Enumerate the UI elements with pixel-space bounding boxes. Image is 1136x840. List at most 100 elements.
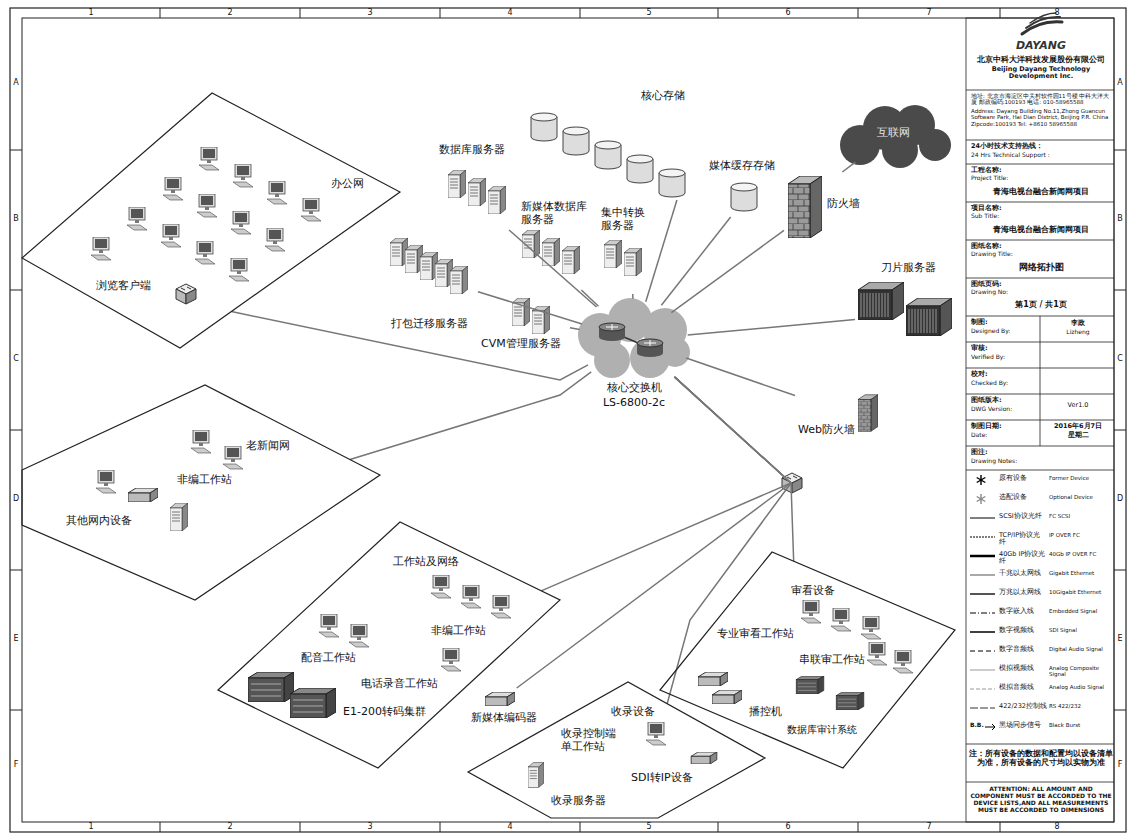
title-block-text: ATTENTION: ALL AMOUNT AND COMPONENT MUST…	[968, 786, 1114, 814]
region-outline	[468, 682, 765, 818]
legend-text: 数字嵌入线	[998, 608, 1048, 615]
region-box: 办公网	[22, 93, 400, 348]
region-box: 老新闻网非编工作站其他网内设备	[22, 385, 380, 600]
device-icons-part	[431, 575, 451, 598]
client-computer	[199, 147, 219, 170]
grid-reference: E	[12, 635, 19, 643]
internet-cloud-part	[919, 129, 951, 161]
title-block-text: Lizheng	[1040, 329, 1116, 336]
legend-row: 数字视频线	[968, 626, 1112, 644]
device-group: SDI转IP设备	[625, 748, 725, 788]
title-block-text: 青海电视台融合新闻网项目	[968, 187, 1114, 196]
server-node: 收录服务器	[520, 758, 610, 812]
node-label: 新媒体编码器	[470, 712, 538, 725]
device-icons-part	[624, 248, 642, 276]
legend-symbol	[970, 613, 995, 614]
node-label: 串联审工作站	[798, 654, 866, 667]
node-label: 防火墙	[826, 198, 861, 211]
title-block-text: Digital Audio Signal	[1048, 646, 1112, 652]
node-label: 其他网内设备	[65, 515, 133, 528]
core-cloud-part	[660, 337, 690, 367]
device-icons-part	[468, 178, 486, 206]
legend-sample	[968, 664, 996, 676]
legend-text: 模拟视频线	[998, 665, 1048, 672]
workstation-group: 串联审工作站	[795, 640, 920, 674]
legend-row: 模拟音频线	[968, 683, 1112, 701]
title-block-text: Drawing Title:	[970, 251, 1014, 258]
device-icons-part	[448, 170, 466, 198]
title-block-text: 网络拓扑图	[968, 262, 1114, 272]
grid-reference: B	[12, 215, 20, 223]
server-node: CVM管理服务器	[478, 296, 570, 356]
client-computer	[197, 194, 217, 217]
grid-reference: E	[1116, 635, 1123, 643]
grid-reference: 8	[1053, 9, 1060, 17]
device-icons-part	[176, 284, 196, 304]
title-block-text: 项目名称:	[970, 205, 1003, 212]
title-block-text: Verified By:	[970, 354, 1006, 361]
client-computer	[163, 177, 183, 200]
device-icons-part	[531, 113, 557, 141]
title-block-text: 2016年6月7日	[1040, 423, 1116, 430]
client-computer	[127, 207, 147, 230]
node-label: 电话录音工作站	[360, 678, 439, 691]
region-outline	[218, 522, 560, 768]
region-outline	[660, 552, 955, 768]
network-link	[842, 162, 855, 172]
core-cloud-part	[637, 339, 663, 357]
device-icons-part	[96, 470, 116, 493]
title-block-text: DAYANG	[968, 40, 1114, 53]
device-icons-part	[788, 176, 822, 238]
legend-symbol	[970, 631, 995, 633]
legend-row: 模拟视频线	[968, 664, 1112, 682]
device-icons-part	[861, 616, 881, 639]
title-block-text: Address: Dayang Building No.11,Zhong Gua…	[970, 108, 1114, 127]
grid-reference: A	[1116, 79, 1123, 87]
title-block-text: 图注:	[970, 449, 989, 456]
node-label: 集中转换服务器	[600, 207, 650, 232]
legend-row: 422/232控制线	[968, 702, 1112, 720]
grid-reference: 2	[226, 823, 233, 831]
legend-symbol	[970, 536, 995, 537]
title-block-text: 40Gb IP OVER FC	[1048, 551, 1112, 557]
blade-server-node: 刀片服务器	[855, 258, 957, 344]
cloud-node: 互联网	[838, 101, 952, 168]
device-icons	[96, 113, 952, 787]
title-block-text: Analog Composite Signal	[1048, 665, 1112, 678]
sheet-frame-part	[10, 8, 1126, 832]
node-label: 打包迁移服务器	[390, 318, 469, 331]
workstation-group: 收录控制端 单工作站	[555, 716, 667, 760]
node-label: 非编工作站	[430, 625, 487, 638]
client-computer	[267, 181, 287, 204]
sheet-frame	[10, 8, 1126, 832]
client-computer	[229, 258, 249, 281]
legend-sample	[968, 550, 996, 562]
device-icons-part	[488, 186, 506, 214]
grid-reference: F	[13, 761, 20, 769]
network-link	[350, 372, 591, 460]
device-group: 数据库审计系统	[785, 672, 885, 740]
device-icons-part	[659, 169, 685, 197]
device-icons-part	[528, 763, 544, 788]
storage-node: 媒体缓存存储	[700, 155, 786, 217]
legend-sample	[968, 607, 996, 619]
device-icons-part	[290, 688, 336, 718]
workstation-group: 非编工作站	[172, 428, 252, 490]
legend-row: 数字音频线	[968, 645, 1112, 663]
legend-text: 选配设备	[998, 494, 1048, 501]
device-icons-part	[731, 183, 757, 211]
title-block-text: 地址: 北京市海淀区中关村软件园11号楼 中科大洋大厦 邮政编码:100193 …	[970, 93, 1114, 106]
legend-text: TCP/IP协议光纤	[998, 532, 1048, 547]
legend-symbol	[985, 724, 995, 730]
region-box: 工作站及网络配音工作站非编工作站电话录音工作站E1-200转码集群	[218, 522, 560, 768]
region-outline	[22, 93, 400, 348]
network-link	[541, 377, 791, 591]
client-computer	[265, 228, 285, 251]
grid-reference: A	[12, 79, 19, 87]
legend-symbol	[977, 475, 986, 485]
office-computers	[91, 147, 321, 281]
network-link	[686, 358, 795, 396]
